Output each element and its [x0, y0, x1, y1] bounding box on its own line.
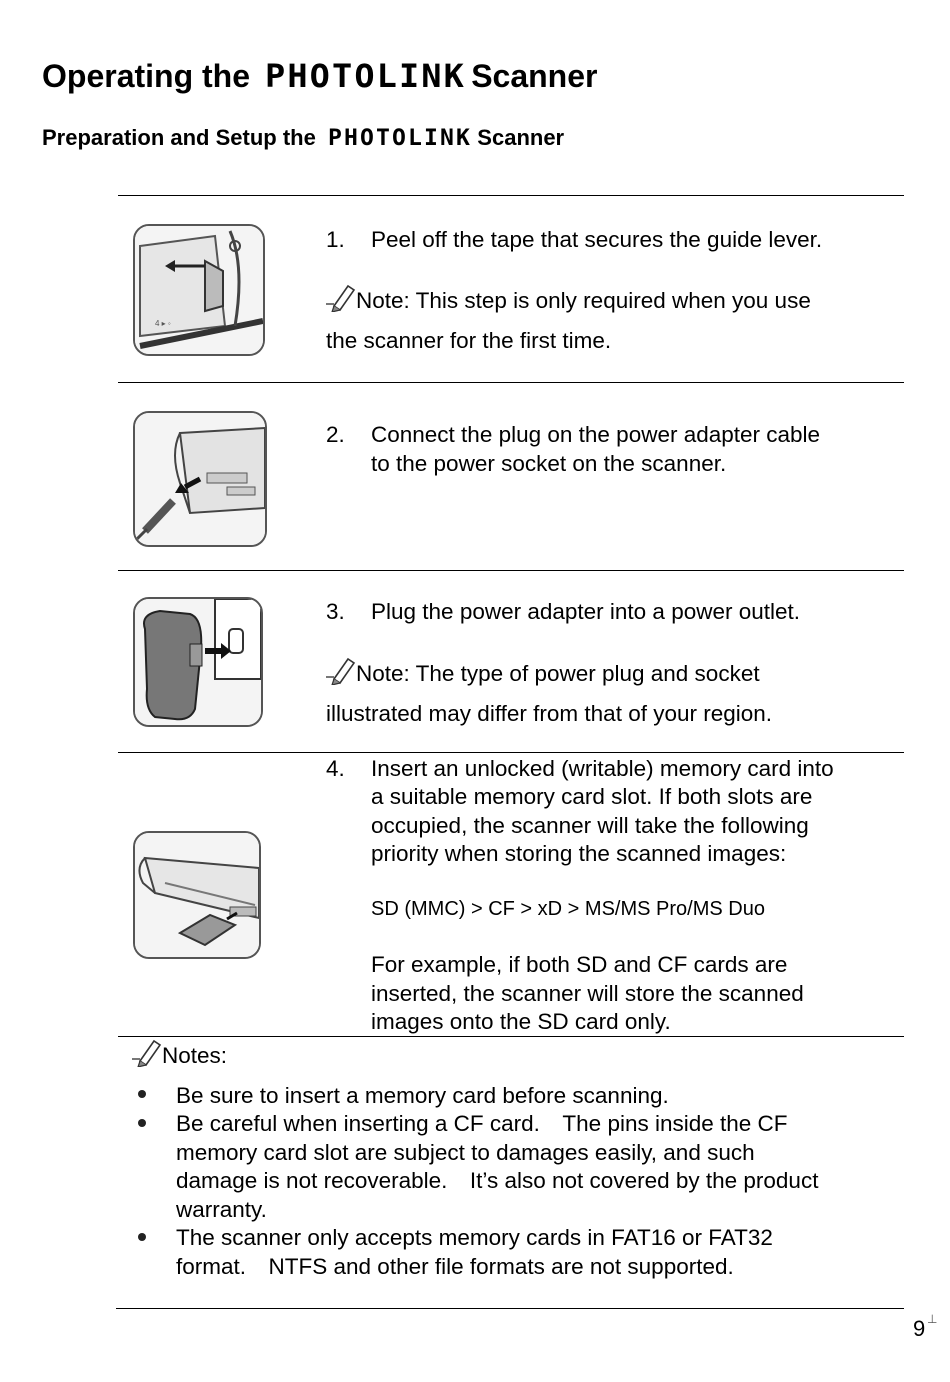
note-1-line-1: Be sure to insert a memory card before s… [176, 1083, 669, 1108]
bullet-icon [138, 1233, 146, 1241]
example-line-2: inserted, the scanner will store the sca… [371, 981, 804, 1006]
example-line-3: images onto the SD card only. [371, 1009, 671, 1034]
illustration-power-outlet [133, 597, 263, 727]
pencil-note-icon [326, 284, 356, 312]
pencil-note-icon [326, 657, 356, 685]
subtitle-suffix: Scanner [477, 125, 565, 150]
brand-logo-small: PHOTOLINK [327, 126, 473, 151]
step-2-line-1: Connect the plug on the power adapter ca… [371, 422, 821, 447]
title-prefix: Operating the [42, 58, 251, 94]
note-2-line-3: damage is not recoverable. It’s also not… [176, 1168, 819, 1193]
note-2-line-4: warranty. [176, 1197, 267, 1222]
note-2-line-1: Be careful when inserting a CF card. The… [176, 1111, 788, 1136]
step-2-line-2: to the power socket on the scanner. [371, 451, 727, 476]
step-4-line-4: priority when storing the scanned images… [371, 841, 787, 866]
note-3-line-2: format. NTFS and other file formats are … [176, 1254, 734, 1279]
divider-3 [118, 752, 904, 753]
pencil-note-icon [132, 1039, 162, 1067]
bullet-icon [138, 1119, 146, 1127]
note-3-line-1: The scanner only accepts memory cards in… [176, 1225, 773, 1250]
step-3-note-line-1: Note: The type of power plug and socket [356, 661, 760, 686]
note-2-line-2: memory card slot are subject to damages … [176, 1140, 755, 1165]
step-3-number: 3. [326, 599, 345, 624]
step-1-number: 1. [326, 227, 345, 252]
illustration-connect-power [133, 411, 267, 547]
step-4-line-3: occupied, the scanner will take the foll… [371, 813, 809, 838]
divider-4 [118, 1036, 904, 1037]
svg-text:4 ▸ ◦: 4 ▸ ◦ [155, 319, 171, 328]
step-4-line-2: a suitable memory card slot. If both slo… [371, 784, 813, 809]
illustration-peel-tape: 4 ▸ ◦ [133, 224, 265, 356]
step-1-text: Peel off the tape that secures the guide… [371, 227, 823, 252]
step-4-number: 4. [326, 756, 345, 781]
title-suffix: Scanner [471, 58, 598, 94]
step-1-note-line-1: Note: This step is only required when yo… [356, 288, 811, 313]
page-mark: ⊥ [927, 1312, 938, 1326]
page-title: Operating the PHOTOLINK Scanner [42, 56, 597, 96]
step-2-number: 2. [326, 422, 345, 447]
step-1-note-line-2: the scanner for the first time. [326, 328, 612, 353]
notes-heading: Notes: [130, 1037, 227, 1070]
divider-top [118, 195, 904, 196]
brand-logo: PHOTOLINK [264, 57, 466, 95]
example-line-1: For example, if both SD and CF cards are [371, 952, 788, 977]
step-1-note: Note: This step is only required when yo… [324, 282, 811, 315]
step-3-note: Note: The type of power plug and socket [324, 655, 760, 688]
illustration-memory-card [133, 831, 261, 959]
step-4-line-1: Insert an unlocked (writable) memory car… [371, 756, 834, 781]
divider-bottom [116, 1308, 904, 1309]
page-number: 9 [913, 1316, 926, 1341]
notes-label: Notes: [162, 1043, 228, 1068]
section-title: Preparation and Setup the PHOTOLINK Scan… [42, 124, 564, 153]
step-3-text: Plug the power adapter into a power outl… [371, 599, 801, 624]
step-3-note-line-2: illustrated may differ from that of your… [326, 701, 773, 726]
divider-2 [118, 570, 904, 571]
subtitle-prefix: Preparation and Setup the [42, 125, 316, 150]
divider-1 [118, 382, 904, 383]
card-priority: SD (MMC) > CF > xD > MS/MS Pro/MS Duo [371, 898, 765, 920]
bullet-icon [138, 1090, 146, 1098]
